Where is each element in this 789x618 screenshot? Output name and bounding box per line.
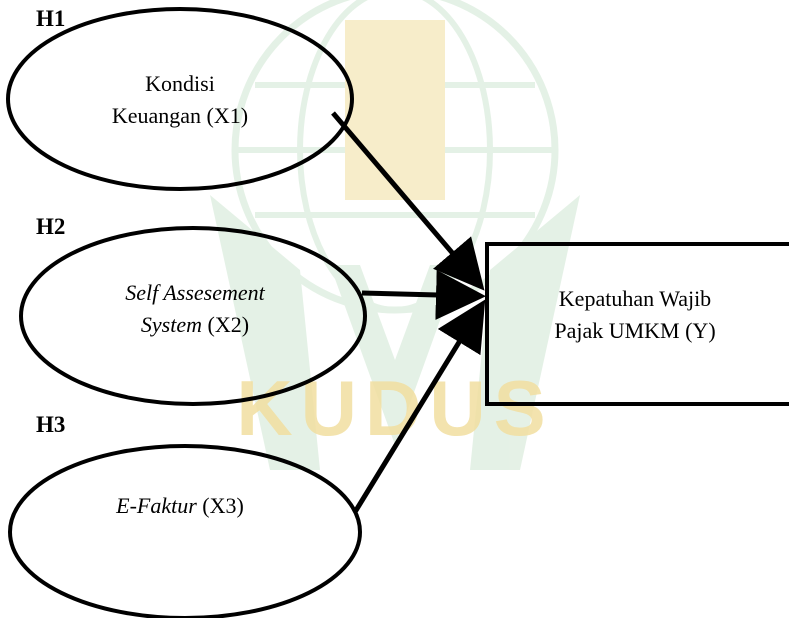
node-x3-rest: (X3) <box>196 493 244 518</box>
node-x1-label: Kondisi Keuangan (X1) <box>60 68 300 132</box>
node-x2-line2: System (X2) <box>75 309 315 341</box>
node-x2-line1: Self Assesement <box>125 280 265 305</box>
node-x1-ellipse <box>6 7 354 191</box>
hypothesis-label-h1: H1 <box>36 6 66 31</box>
node-x2-line2-rest: (X2) <box>202 311 250 337</box>
hypothesis-label-h2: H2 <box>36 214 66 239</box>
node-x2-label: Self Assesement System (X2) <box>75 277 315 341</box>
edge-x2-y <box>361 269 486 320</box>
node-x3-italic: E-Faktur <box>116 493 197 518</box>
watermark-text: KUDUS <box>236 364 553 452</box>
node-y-label: Kepatuhan Wajib Pajak UMKM (Y) <box>505 283 765 347</box>
node-x2-line2-italic: System <box>140 311 203 337</box>
node-x1-line2: Keuangan (X1) <box>111 102 249 128</box>
node-y-line2: Pajak UMKM (Y) <box>554 317 716 343</box>
node-x2-ellipse <box>19 226 367 406</box>
node-x1-line1: Kondisi <box>145 71 215 96</box>
edge-x3-y <box>352 299 486 514</box>
node-x3-ellipse <box>8 444 362 618</box>
edge-x1-y <box>331 111 485 291</box>
node-x3-label: E-Faktur (X3) <box>60 490 300 522</box>
node-y-line1: Kepatuhan Wajib <box>558 286 712 311</box>
hypothesis-label-h3: H3 <box>36 412 66 437</box>
node-y-box <box>485 242 789 406</box>
